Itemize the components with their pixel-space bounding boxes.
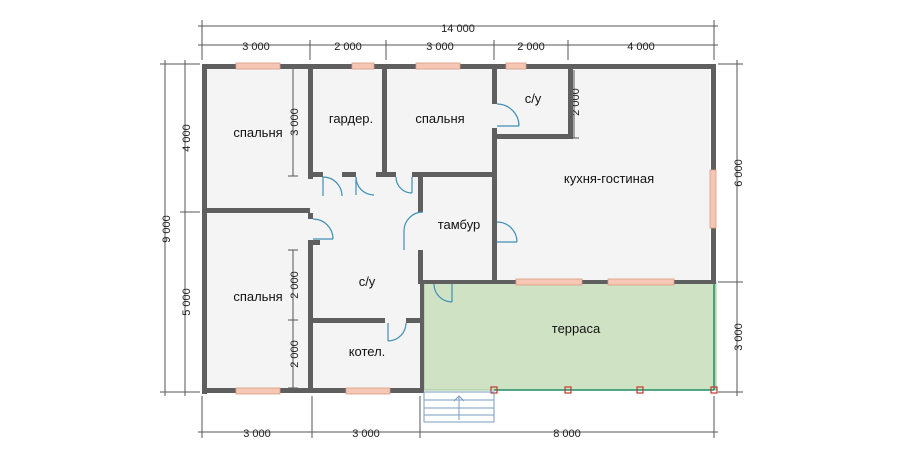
room-terrace: терраса [552,321,601,336]
windows [235,62,717,395]
room-vestibule: тамбур [438,217,481,232]
dim-bottom-seg-2: 3 000 [352,428,380,440]
entrance-stairs [423,391,495,423]
room-bathroom-top: с/у [525,91,542,106]
dim-inner-wardrobe: 3 000 [289,108,301,136]
dim-top-seg-3: 3 000 [426,41,454,53]
dim-top-total: 14 000 [441,23,475,35]
dim-top-seg-4: 2 000 [517,41,545,53]
dim-left-seg-1: 4 000 [181,124,193,152]
terrace-railing [490,284,718,394]
room-bedroom-top-left: спальня [233,125,282,140]
room-bedroom-top-middle: спальня [415,111,464,126]
room-boiler: котел. [349,344,386,359]
dimension-lines [160,20,743,438]
dim-right-seg-2: 3 000 [733,323,745,351]
dim-top-seg-2: 2 000 [334,41,362,53]
room-bedroom-bottom-left: спальня [233,289,282,304]
dim-left-seg-2: 5 000 [181,288,193,316]
room-wardrobe: гардер. [329,111,373,126]
dim-top-seg-5: 4 000 [627,41,655,53]
doors [312,103,520,342]
dim-right-seg-1: 6 000 [733,159,745,187]
dim-left-total: 9 000 [161,215,173,243]
dim-bottom-seg-1: 3 000 [243,428,271,440]
terrace-area [423,281,717,391]
dim-top-seg-1: 3 000 [242,41,270,53]
dim-bottom-seg-3: 8 000 [553,428,581,440]
room-kitchen-living: кухня-гостиная [564,171,654,186]
dim-inner-bath-mid: 2 000 [289,271,301,299]
room-bathroom-middle: с/у [359,274,376,289]
dim-inner-boiler: 2 000 [289,340,301,368]
